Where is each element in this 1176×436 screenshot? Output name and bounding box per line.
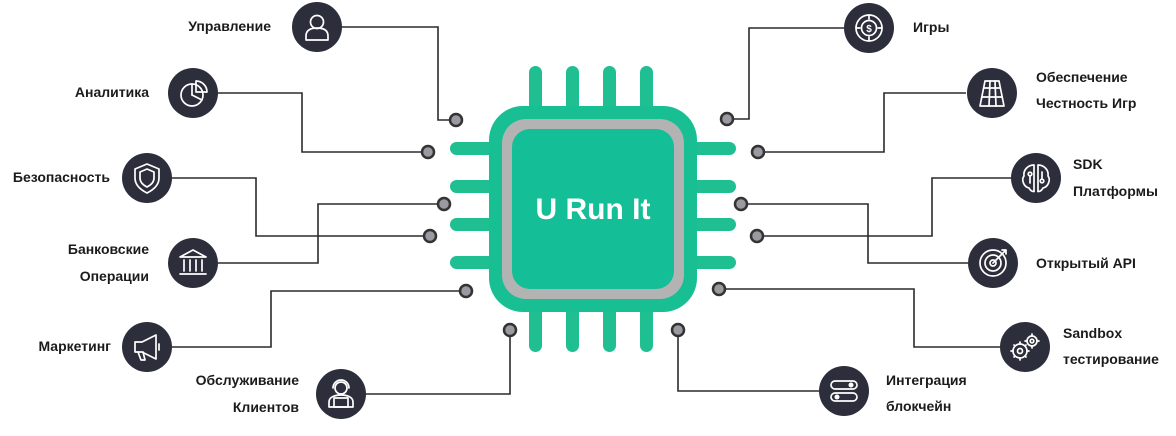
label-sandbox-line1: Sandbox: [1063, 325, 1122, 341]
node-igry: $: [844, 3, 894, 53]
support-agent-icon: [328, 379, 354, 408]
megaphone-icon: [134, 334, 160, 361]
label-api: Открытый API: [1036, 255, 1136, 271]
node-sdk: [1011, 153, 1061, 203]
label-sdk-line2: Платформы: [1073, 183, 1158, 199]
gears-icon: [1010, 333, 1040, 361]
node-upravlenie: [292, 2, 342, 52]
label-sdk-line1: SDK: [1073, 156, 1103, 172]
label-igry: Игры: [913, 19, 949, 35]
chip-title: U Run It: [536, 193, 651, 226]
connector-wires: [172, 26, 1012, 395]
label-sandbox-line2: тестирование: [1063, 351, 1159, 367]
label-bankovskie-line2: Операции: [80, 268, 149, 284]
toggle-switch-icon: [830, 380, 858, 402]
node-obespechenie: [967, 68, 1017, 118]
label-analitika: Аналитика: [75, 84, 149, 100]
connection-dot: [436, 196, 452, 212]
label-obespechenie-line2: Честность Игр: [1036, 95, 1137, 111]
target-icon: [979, 249, 1007, 277]
connection-dot: [448, 112, 464, 128]
connection-dot: [749, 228, 765, 244]
wire-blockchain: [677, 330, 819, 392]
chip-body: U Run It: [489, 106, 697, 312]
label-upravlenie: Управление: [188, 18, 271, 34]
label-obsluzhivanie-line1: Обслуживание: [196, 372, 300, 388]
svg-text:$: $: [866, 24, 872, 35]
wire-sdk: [757, 177, 1012, 237]
casino-chip-icon: $: [855, 14, 883, 42]
shield-icon: [134, 163, 160, 194]
connection-dot: [733, 196, 749, 212]
node-sandbox: [1000, 322, 1050, 372]
connection-dot: [750, 144, 766, 160]
node-bezopasnost: [122, 153, 172, 203]
brain-circuit-icon: [1021, 164, 1051, 193]
label-obsluzhivanie-line2: Клиентов: [233, 399, 300, 415]
label-bezopasnost: Безопасность: [13, 169, 111, 185]
bank-icon: [179, 249, 207, 275]
node-blockchain: [819, 366, 869, 416]
label-blockchain-line1: Интеграция: [886, 372, 967, 388]
chip-core: [512, 129, 674, 289]
wire-igry: [727, 27, 844, 120]
wire-analitika: [218, 92, 428, 153]
node-analitika: [168, 68, 218, 118]
wire-upravlenie: [341, 26, 456, 121]
wire-bezopasnost: [172, 177, 430, 237]
wire-obespechenie: [758, 92, 966, 153]
blockchain-layers-icon: [979, 80, 1005, 107]
wire-sandbox: [719, 288, 1001, 348]
connection-dot: [719, 111, 735, 127]
wire-marketing: [172, 290, 466, 348]
wire-api: [741, 203, 968, 264]
labels: Управление Аналитика Безопасность Банков…: [13, 18, 1159, 415]
connection-dot: [420, 144, 436, 160]
pie-chart-icon: [180, 80, 208, 107]
connection-dot: [670, 322, 686, 338]
label-marketing: Маркетинг: [38, 338, 111, 354]
label-blockchain-line2: блокчейн: [886, 398, 951, 414]
node-api: [968, 238, 1018, 288]
label-obespechenie-line1: Обеспечение: [1036, 69, 1128, 85]
wire-bankovskie: [218, 203, 444, 264]
connection-dot: [458, 283, 474, 299]
connection-dot: [422, 228, 438, 244]
connection-dots: [420, 111, 766, 338]
node-bankovskie: [168, 238, 218, 288]
connection-dot: [711, 281, 727, 297]
node-obsluzhivanie: [316, 369, 366, 419]
connection-dot: [502, 322, 518, 338]
node-marketing: [122, 322, 172, 372]
wire-obsluzhivanie: [365, 330, 511, 395]
label-bankovskie-line1: Банковские: [68, 241, 149, 257]
user-icon: [305, 14, 329, 41]
